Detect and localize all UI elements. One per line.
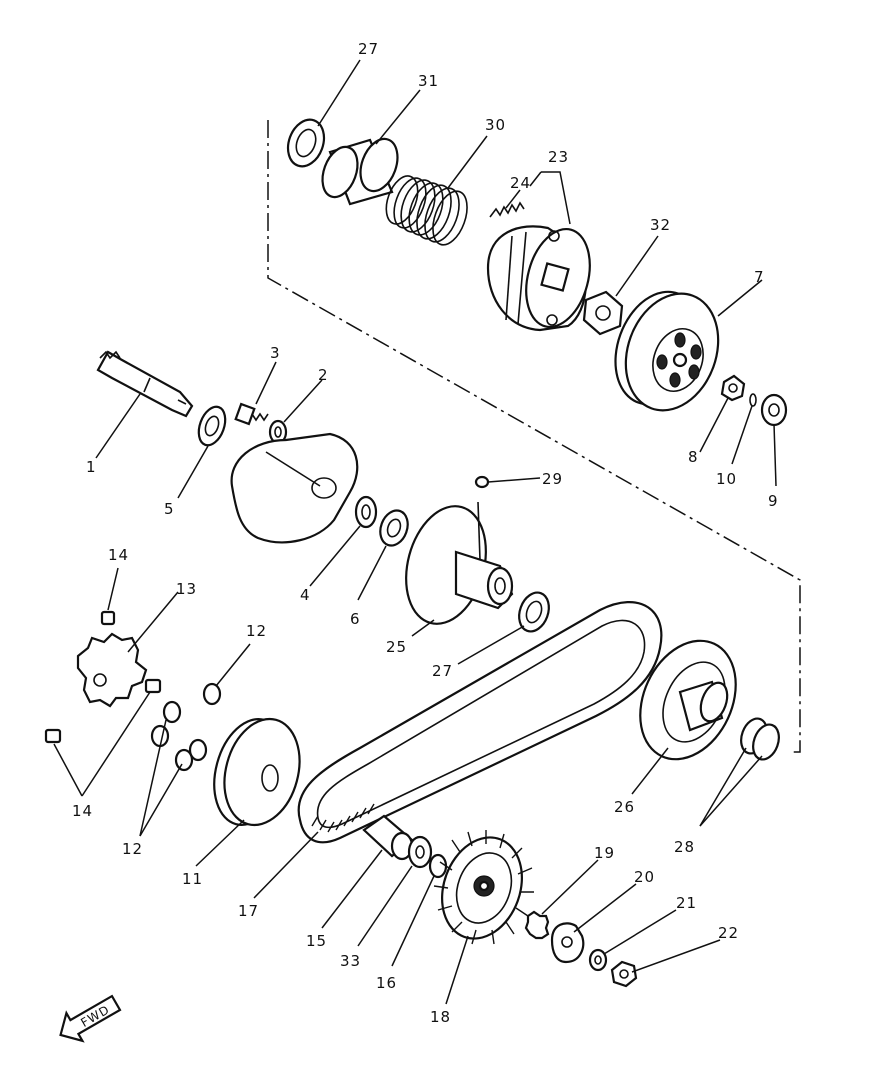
- part-23-clutch-shoe-assembly: [486, 225, 591, 332]
- label-20: 20: [634, 868, 655, 886]
- part-25-secondary-fixed-sheave: [405, 501, 514, 625]
- part-7-clutch-housing: [614, 290, 720, 412]
- part-31-collar: [321, 137, 399, 206]
- label-5: 5: [164, 500, 175, 518]
- label-25: 25: [386, 638, 407, 656]
- part-28-collar: [740, 717, 780, 761]
- label-10: 10: [716, 470, 737, 488]
- part-labels: 27 31 30 23 24 32 7 3 2 1 5 29 8 10 9 4 …: [72, 40, 779, 1026]
- label-12-bottom: 12: [122, 840, 143, 858]
- part-2-washer: [268, 419, 288, 445]
- label-30: 30: [485, 116, 506, 134]
- label-28: 28: [674, 838, 695, 856]
- label-19: 19: [594, 844, 615, 862]
- assembly-boundary-line: [267, 120, 801, 753]
- part-1-primary-sliding-shaft: [96, 350, 194, 418]
- label-7: 7: [754, 268, 765, 286]
- part-30-compression-spring: [385, 175, 468, 246]
- part-29-pin: [474, 475, 490, 489]
- forward-direction-arrow: FWD: [59, 994, 122, 1043]
- label-4: 4: [300, 586, 311, 604]
- part-21-washer: [588, 948, 608, 972]
- part-20-ratchet-plate: [550, 922, 585, 964]
- label-33: 33: [340, 952, 361, 970]
- label-27-top: 27: [358, 40, 379, 58]
- part-9-bearing: [760, 393, 788, 427]
- label-1: 1: [86, 458, 97, 476]
- part-26-sliding-sheave: [639, 639, 737, 761]
- part-3-bolt: [234, 402, 269, 426]
- part-27-oil-seal: [286, 118, 326, 168]
- label-2: 2: [318, 366, 329, 384]
- label-18: 18: [430, 1008, 451, 1026]
- label-14-bottom: 14: [72, 802, 93, 820]
- label-29: 29: [542, 470, 563, 488]
- label-6: 6: [350, 610, 361, 628]
- label-26: 26: [614, 798, 635, 816]
- leader-lines: [53, 59, 777, 1005]
- part-12-weight-roller: [150, 682, 222, 772]
- part-8-nut: [720, 374, 746, 402]
- part-22-nut: [610, 960, 638, 988]
- part-18-primary-fixed-sheave: [433, 830, 534, 945]
- label-11: 11: [182, 870, 203, 888]
- label-17: 17: [238, 902, 259, 920]
- part-24-spring: [489, 201, 525, 218]
- part-15-collar: [362, 814, 414, 861]
- label-23: 23: [548, 148, 569, 166]
- part-32-nut: [582, 290, 624, 336]
- part-16-washer: [428, 853, 448, 879]
- part-27-lower-oil-seal: [518, 591, 550, 633]
- label-9: 9: [768, 492, 779, 510]
- part-19-washer: [524, 910, 550, 940]
- part-17-v-belt: [297, 601, 663, 844]
- label-14-top: 14: [108, 546, 129, 564]
- part-6-bearing: [379, 509, 409, 547]
- part-33-washer: [407, 835, 433, 869]
- label-32: 32: [650, 216, 671, 234]
- label-13: 13: [176, 580, 197, 598]
- label-24: 24: [510, 174, 531, 192]
- part-4-washer: [354, 495, 378, 529]
- label-3: 3: [270, 344, 281, 362]
- part-13-cam: [76, 632, 148, 708]
- label-22: 22: [718, 924, 739, 942]
- label-16: 16: [376, 974, 397, 992]
- cover-plate: [230, 432, 359, 544]
- part-14-slider: [44, 610, 162, 744]
- part-11-primary-sliding-sheave: [213, 717, 301, 827]
- label-27-bottom: 27: [432, 662, 453, 680]
- part-5-bearing: [197, 405, 227, 447]
- part-10-washer: [749, 393, 757, 407]
- label-31: 31: [418, 72, 439, 90]
- label-15: 15: [306, 932, 327, 950]
- label-8: 8: [688, 448, 699, 466]
- label-12-top: 12: [246, 622, 267, 640]
- label-21: 21: [676, 894, 697, 912]
